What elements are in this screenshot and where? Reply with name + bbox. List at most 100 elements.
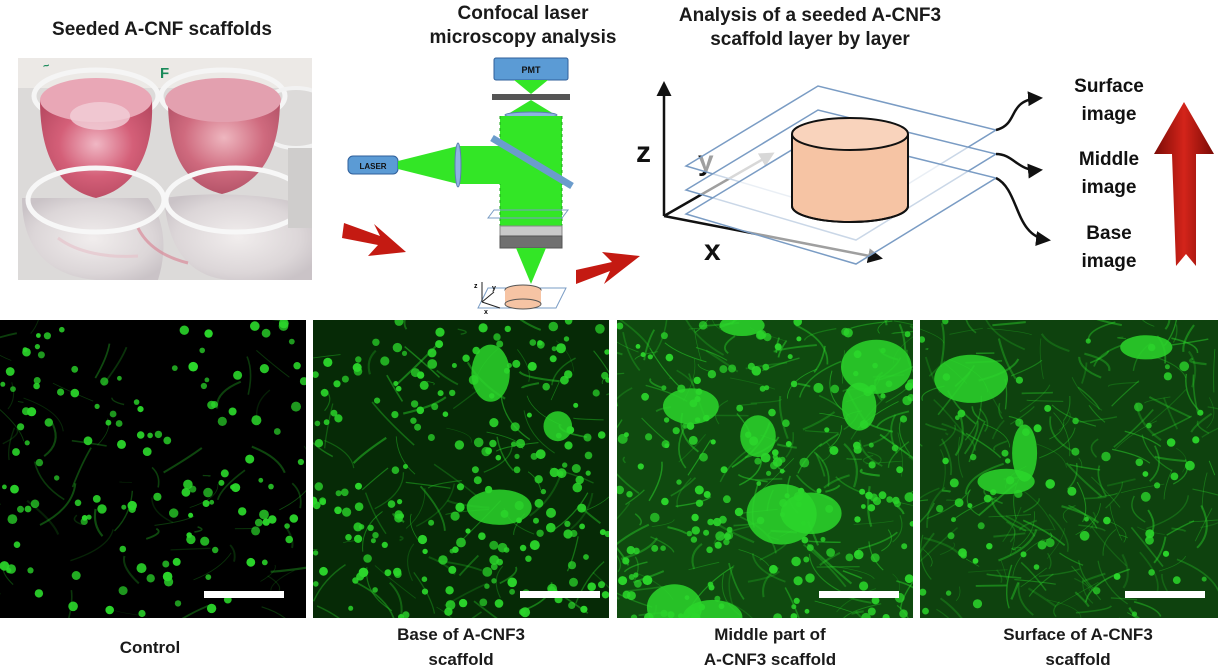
cell-nucleus bbox=[714, 596, 720, 602]
cell-nucleus bbox=[218, 417, 227, 426]
cell-fiber bbox=[252, 447, 285, 473]
cell-fiber bbox=[617, 374, 618, 407]
cell-fiber bbox=[0, 333, 17, 345]
cell-nucleus bbox=[978, 522, 985, 529]
caption-line-2: scaffold bbox=[351, 647, 571, 672]
cell-fiber bbox=[1107, 479, 1135, 486]
micrograph-base bbox=[313, 320, 609, 618]
cell-nucleus bbox=[831, 385, 840, 394]
cell-nucleus bbox=[905, 331, 911, 337]
cell-nucleus bbox=[422, 549, 427, 554]
cell-fiber bbox=[1047, 600, 1081, 618]
cell-nucleus bbox=[342, 376, 349, 383]
cell-nucleus bbox=[402, 351, 407, 356]
cell-nucleus bbox=[258, 478, 263, 483]
cell-nucleus bbox=[495, 599, 504, 608]
cell-nucleus bbox=[7, 564, 16, 573]
cell-nucleus bbox=[1163, 551, 1169, 557]
cell-nucleus bbox=[1136, 459, 1144, 467]
cell-fiber bbox=[408, 544, 414, 581]
cell-fiber bbox=[194, 527, 201, 532]
cell-nucleus bbox=[853, 442, 861, 450]
cell-nucleus bbox=[163, 437, 171, 445]
cell-fiber bbox=[967, 490, 978, 514]
cell-nucleus bbox=[692, 526, 700, 534]
cell-nucleus bbox=[72, 571, 81, 580]
cell-nucleus bbox=[204, 329, 212, 337]
cell-fiber bbox=[1209, 461, 1215, 475]
analysis-title-line-2: scaffold layer by layer bbox=[620, 28, 1000, 52]
cell-nucleus bbox=[1179, 361, 1189, 371]
cell-nucleus bbox=[527, 413, 532, 418]
cell-fiber bbox=[956, 417, 963, 455]
cell-nucleus bbox=[793, 320, 802, 326]
cell-nucleus bbox=[1080, 531, 1090, 541]
cell-fiber bbox=[18, 402, 23, 403]
cell-nucleus bbox=[803, 557, 809, 563]
cell-fiber bbox=[751, 399, 782, 403]
cell-nucleus bbox=[479, 599, 487, 607]
cell-nucleus bbox=[385, 569, 392, 576]
cell-nucleus bbox=[1132, 611, 1137, 616]
cell-nucleus bbox=[324, 419, 330, 425]
cell-nucleus bbox=[284, 523, 290, 529]
cell-nucleus bbox=[353, 363, 362, 372]
cell-fiber bbox=[1190, 359, 1206, 364]
cell-fiber bbox=[166, 606, 209, 618]
cell-fiber bbox=[920, 500, 928, 503]
cell-nucleus bbox=[558, 471, 564, 477]
cell-nucleus bbox=[1044, 405, 1051, 412]
cell-nucleus bbox=[428, 520, 434, 526]
cell-fiber bbox=[956, 587, 960, 601]
cell-nucleus bbox=[604, 349, 609, 355]
cell-nucleus bbox=[25, 440, 30, 445]
cell-fiber bbox=[968, 570, 1008, 573]
cell-nucleus bbox=[660, 610, 667, 617]
cell-nucleus bbox=[496, 341, 503, 348]
cell-fiber bbox=[814, 346, 825, 372]
cell-nucleus bbox=[641, 393, 649, 401]
cell-nucleus bbox=[44, 332, 51, 339]
cell-fiber bbox=[1112, 449, 1150, 463]
cell-fiber bbox=[405, 320, 407, 329]
cell-nucleus bbox=[372, 339, 379, 346]
cell-nucleus bbox=[618, 576, 627, 585]
cell-fiber bbox=[1118, 337, 1126, 339]
cell-nucleus bbox=[859, 489, 865, 495]
cell-nucleus bbox=[209, 500, 214, 505]
cell-nucleus bbox=[1045, 479, 1055, 489]
cell-nucleus bbox=[451, 512, 460, 521]
cell-nucleus bbox=[973, 599, 982, 608]
cell-nucleus bbox=[695, 417, 701, 423]
cell-nucleus bbox=[10, 386, 16, 392]
cell-nucleus bbox=[762, 364, 769, 371]
cell-nucleus bbox=[200, 537, 209, 546]
cell-fiber bbox=[617, 339, 622, 354]
cell-nucleus bbox=[805, 573, 814, 582]
cell-fiber bbox=[1048, 553, 1051, 569]
cell-nucleus bbox=[315, 421, 321, 427]
cell-nucleus bbox=[791, 604, 796, 609]
cell-fiber bbox=[926, 349, 928, 350]
cell-nucleus bbox=[396, 386, 402, 392]
cell-nucleus bbox=[479, 323, 488, 332]
cell-nucleus bbox=[493, 333, 500, 340]
cell-fiber bbox=[909, 484, 913, 494]
cell-nucleus bbox=[250, 321, 260, 331]
cell-nucleus bbox=[1067, 487, 1076, 496]
cell-nucleus bbox=[650, 513, 660, 523]
cell-nucleus bbox=[703, 415, 710, 422]
cell-nucleus bbox=[320, 499, 326, 505]
cell-nucleus bbox=[1143, 471, 1149, 477]
cell-nucleus bbox=[942, 458, 949, 465]
cell-fiber bbox=[73, 448, 91, 487]
cell-nucleus bbox=[182, 488, 191, 497]
cell-nucleus bbox=[348, 606, 353, 611]
caption-control: Control bbox=[40, 635, 260, 660]
cell-nucleus bbox=[229, 408, 237, 416]
cell-nucleus bbox=[883, 614, 890, 618]
cell-nucleus bbox=[794, 598, 800, 604]
cell-fiber bbox=[1079, 417, 1116, 422]
cell-nucleus bbox=[565, 320, 573, 325]
cell-nucleus bbox=[1145, 536, 1154, 545]
